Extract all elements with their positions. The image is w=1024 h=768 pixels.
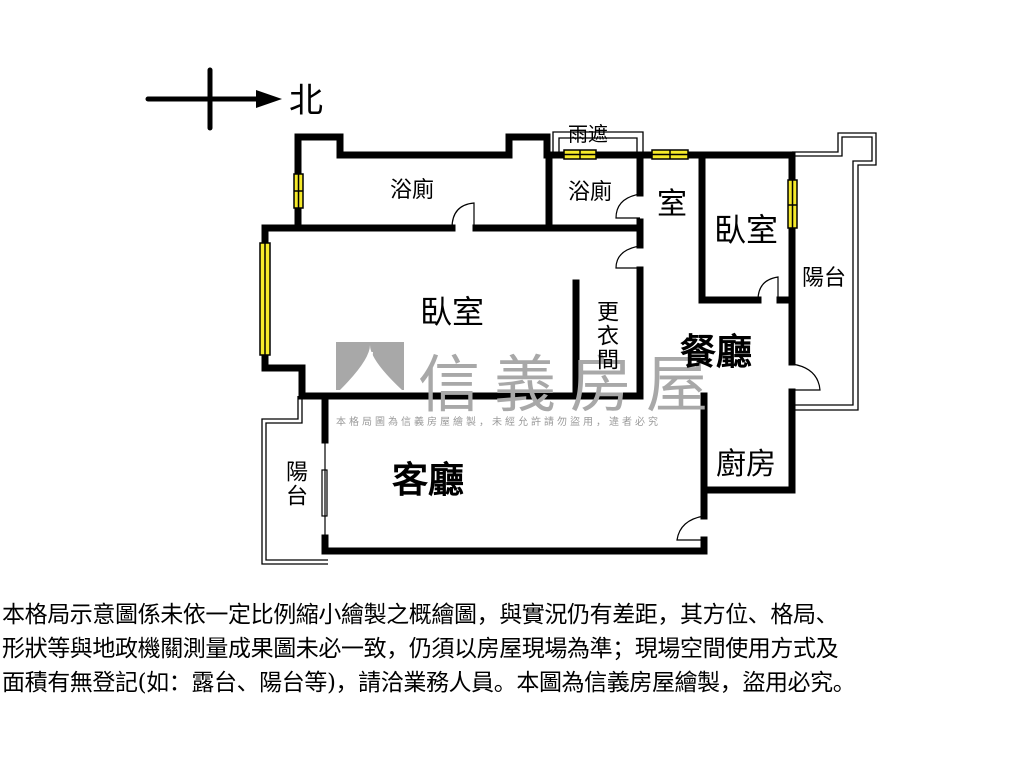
disclaimer-line-1: 本格局示意圖係未依一定比例縮小繪製之概繪圖，與實況仍有差距，其方位、格局、 <box>2 602 839 628</box>
disclaimer-line-2: 形狀等與地政機關測量成果圖未必一致，仍須以房屋現場為準；現場空間使用方式及 <box>2 636 839 662</box>
room-label-bath-small: 浴廁 <box>568 180 613 205</box>
disclaimer-line-3: 面積有無登記(如：露台、陽台等)，請洽業務人員。本圖為信義房屋繪製，盜用必究。 <box>2 670 856 696</box>
compass-north-label: 北 <box>289 81 323 121</box>
compass-arrow-icon <box>145 67 282 131</box>
windows <box>259 149 798 356</box>
room-label-living: 客廳 <box>392 459 465 501</box>
room-label-room: 室 <box>657 187 687 222</box>
doors <box>321 193 821 541</box>
balcony-west-outline <box>261 396 328 565</box>
room-label-bath-main: 浴廁 <box>390 178 435 203</box>
disclaimer-text: 本格局示意圖係未依一定比例縮小繪製之概繪圖，與實況仍有差距，其方位、格局、 形狀… <box>2 598 1024 700</box>
room-label-dining: 餐廳 <box>680 331 753 373</box>
room-label-kitchen: 廚房 <box>716 447 776 482</box>
walls <box>261 133 796 555</box>
brand-logo-icon <box>336 342 404 391</box>
canopy-outline <box>552 131 644 152</box>
room-label-closet: 更衣間 <box>593 300 618 372</box>
room-label-canopy: 雨遮 <box>568 122 608 146</box>
watermark-notice: 本格局圖為信義房屋繪製，未經允許請勿盜用，違者必究 <box>336 417 661 428</box>
watermark-brand: 信義房屋 <box>418 348 723 421</box>
room-label-balcony-west: 陽台 <box>282 460 307 508</box>
floor-plan <box>145 67 877 565</box>
room-label-bedroom-north: 臥室 <box>714 211 779 249</box>
balcony-east-outline <box>792 132 877 411</box>
room-label-bedroom-main: 臥室 <box>420 293 485 331</box>
room-label-balcony-east: 陽台 <box>802 266 847 291</box>
